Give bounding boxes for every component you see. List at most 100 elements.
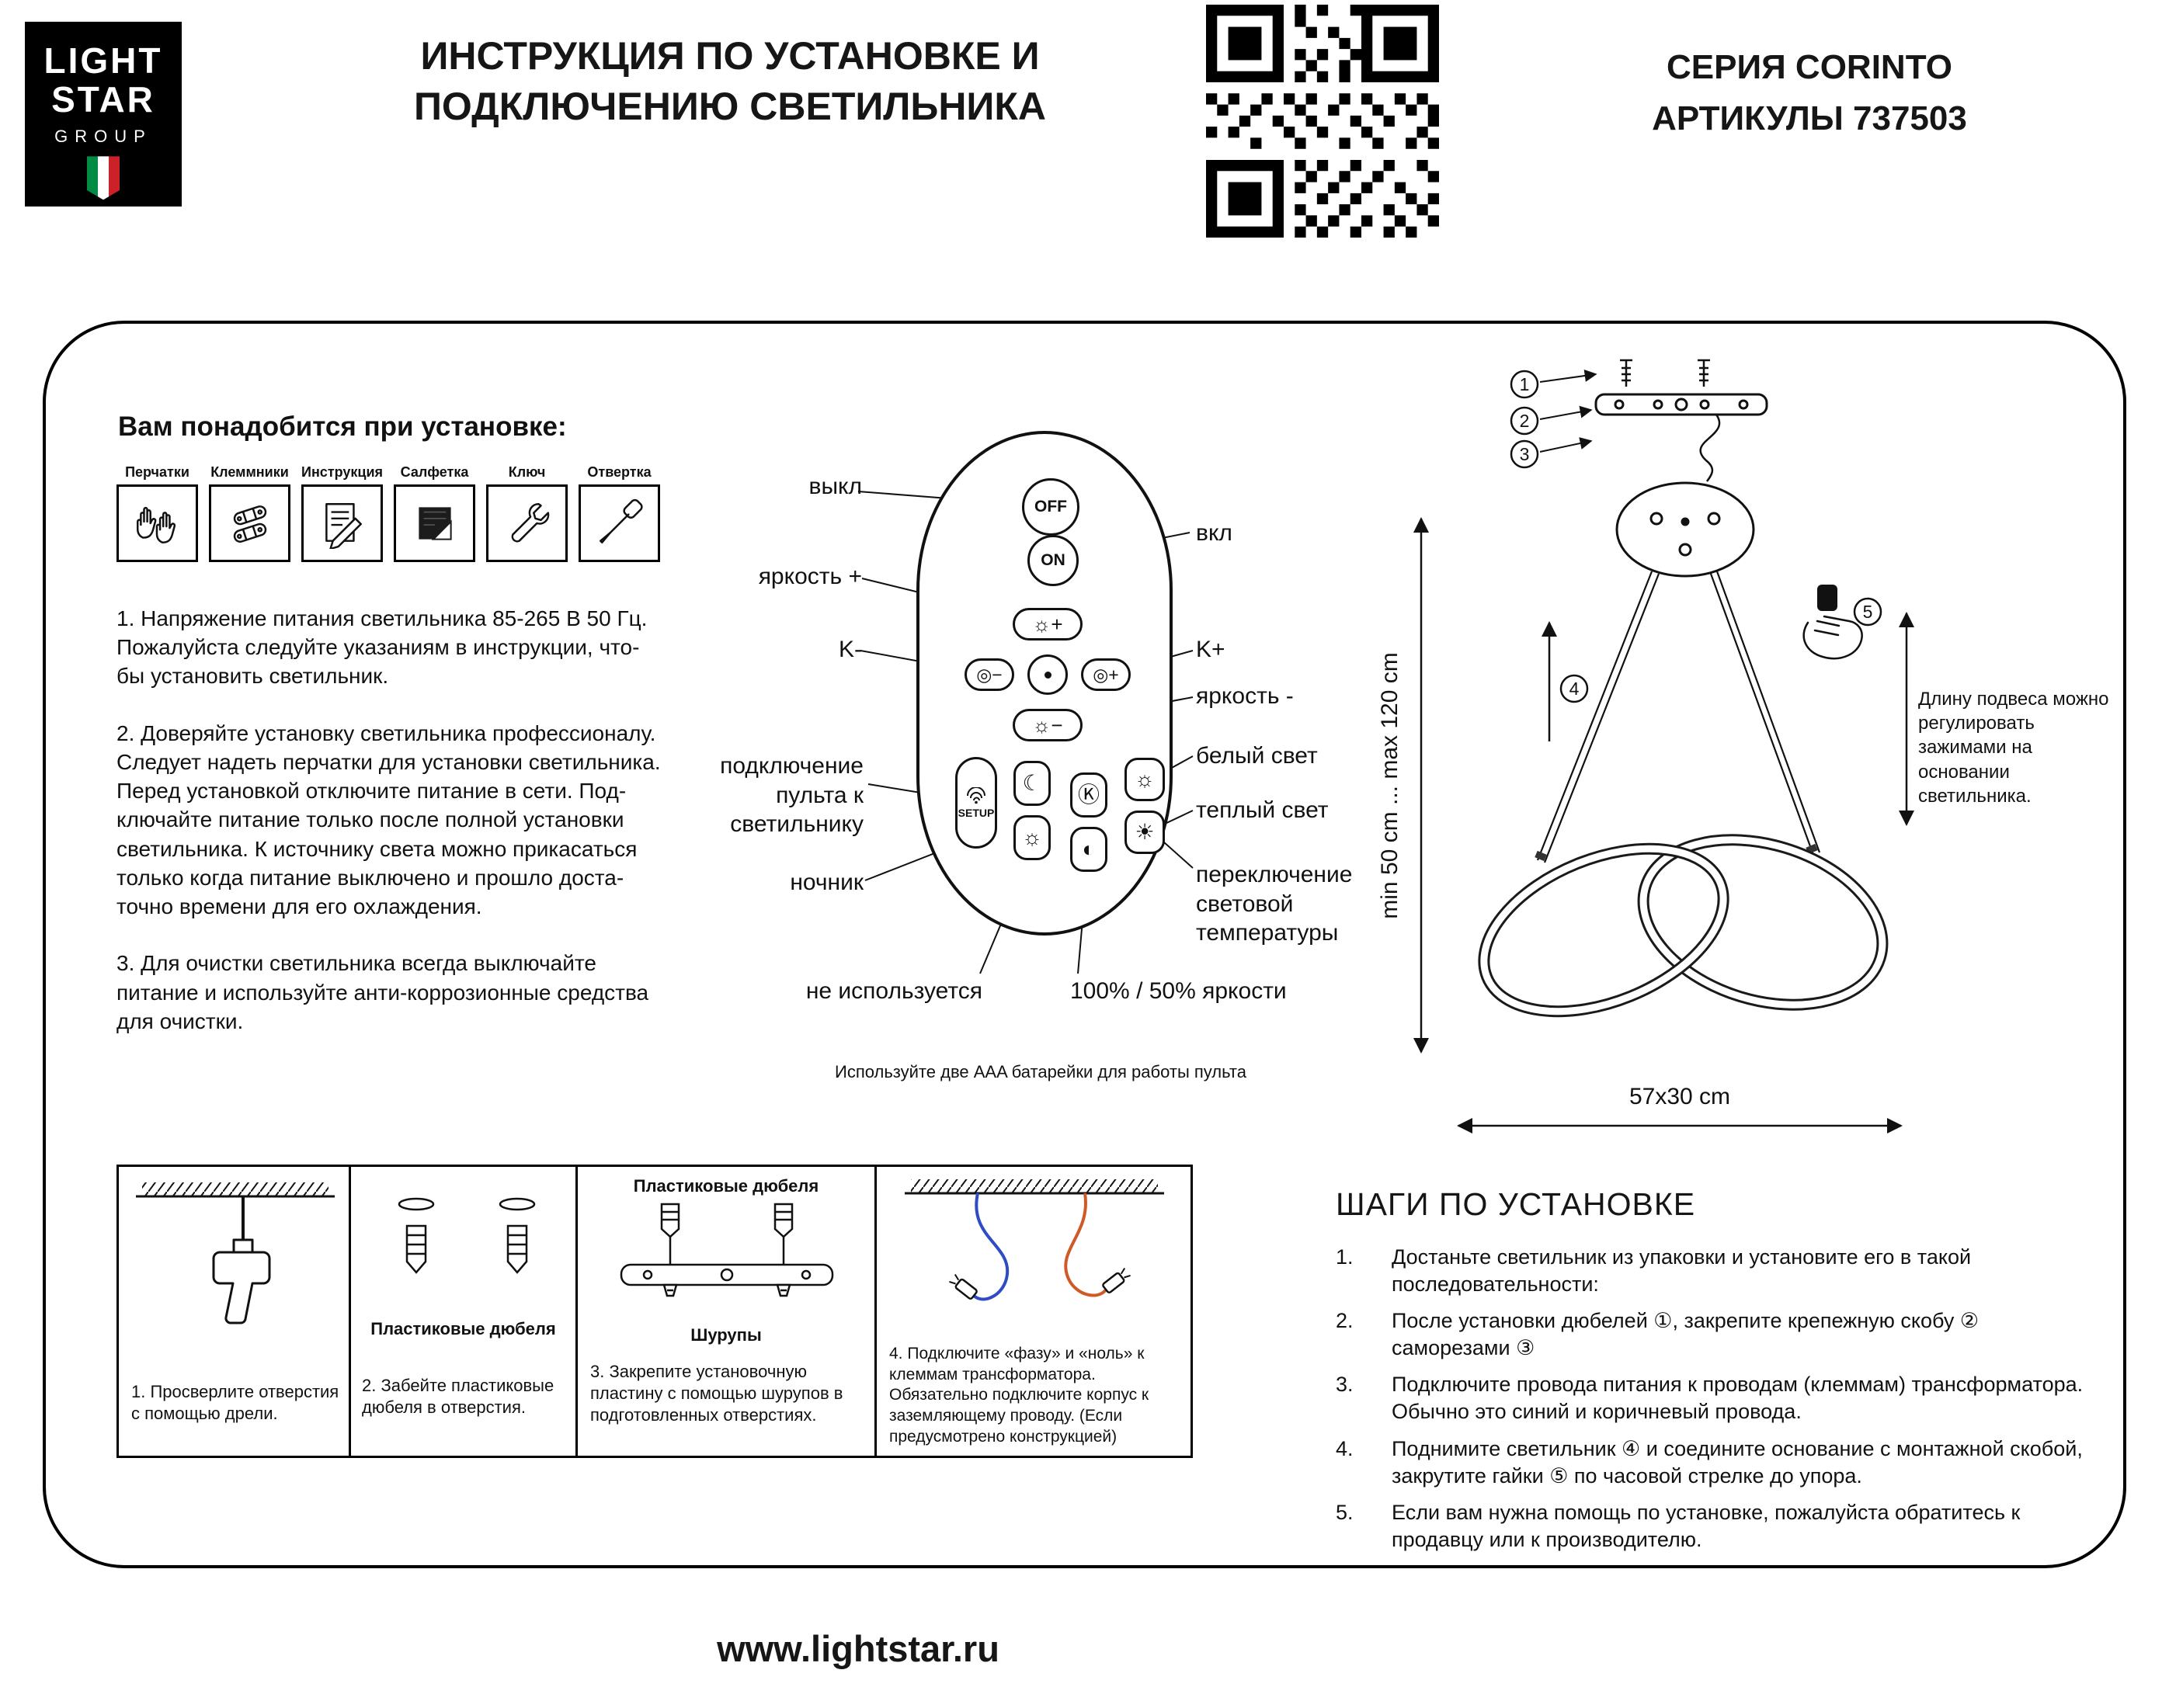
qr-code: [1206, 5, 1439, 238]
document-title: ИНСТРУКЦИЯ ПО УСТАНОВКЕ И ПОДКЛЮЧЕНИЮ СВ…: [264, 31, 1196, 132]
remote-control: OFF ON ☼+ ◎− ◎+ ☼− SETUP ☾ ☼ Ⓚ ◐ ☼ ☀: [916, 431, 1173, 936]
logo-text-star: STAR: [51, 78, 155, 120]
wire-connector-left: [949, 1273, 978, 1300]
tools-row: Перчатки Клеммники: [116, 464, 660, 562]
step-item-4: 4. Поднимите светильник ④ и соедините ос…: [1336, 1435, 2097, 1490]
callout-5-marker: 5: [1802, 585, 1882, 660]
callout-4: 4: [1569, 679, 1580, 699]
panel-plate-label-bottom: Шурупы: [690, 1325, 762, 1345]
step-text: Если вам нужна помощь по установке, пожа…: [1392, 1500, 2021, 1551]
remote-moon-button: ☾: [1013, 761, 1051, 806]
neutral-wire-orange: [1064, 1192, 1110, 1297]
napkin-icon: [394, 484, 475, 562]
ceiling-mount-drawing: [1535, 359, 1821, 863]
callout-5: 5: [1863, 602, 1873, 622]
manual-icon: [301, 484, 383, 562]
panel-dowels: Пластиковые дюбеля 2. Забейте пластиковы…: [349, 1165, 578, 1458]
tool-wrench: Ключ: [486, 464, 568, 562]
mount-screws-icon: [1620, 359, 1710, 387]
step-number: 2.: [1336, 1309, 1354, 1333]
content-frame: [43, 321, 2126, 1568]
step-text: Достаньте светильник из упаковки и устан…: [1392, 1245, 1972, 1297]
plate-diagram: [620, 1203, 834, 1297]
tools-heading: Вам понадобится при установке:: [118, 411, 567, 442]
panel-drill-caption: 1. Просверлите отверстия с помощью дрели…: [131, 1382, 339, 1423]
step-item-5: 5. Если вам нужна помощь по установке, п…: [1336, 1499, 2097, 1554]
wiring-diagram: [905, 1179, 1164, 1301]
remote-center-button: [1027, 654, 1068, 695]
drill-diagram: [136, 1182, 335, 1324]
tool-screwdriver: Отвертка: [579, 464, 660, 562]
label-brightness-down: яркость -: [1196, 683, 1294, 709]
label-unused: не используется: [805, 978, 982, 1004]
safety-note-1: 1. Напряжение питания светильника 85-265…: [116, 606, 648, 689]
tool-manual-label: Инструкция: [301, 464, 384, 480]
step-text: Подключите провода питания к проводам (к…: [1392, 1373, 2084, 1424]
callout-3: 3: [1520, 444, 1530, 464]
remote-k-minus-button: ◎−: [965, 658, 1014, 691]
panel-plate-caption: 3. Закрепите установочную пластину с пом…: [590, 1362, 843, 1425]
tool-napkin: Салфетка: [394, 464, 475, 562]
label-k-minus: K-: [839, 637, 862, 662]
wrench-icon: [486, 484, 568, 562]
remote-brightness-up-button: ☼+: [1013, 608, 1083, 640]
document-title-line2: ПОДКЛЮЧЕНИЮ СВЕТИЛЬНИКА: [413, 85, 1046, 128]
suspension-cables: [1536, 571, 1821, 863]
label-white-light: белый свет: [1196, 743, 1318, 769]
installation-panels: 1. Просверлите отверстия с помощью дрели…: [116, 1165, 1193, 1458]
remote-k-plus-button: ◎+: [1081, 658, 1131, 691]
tool-wrench-label: Ключ: [508, 464, 546, 480]
article-number: АРТИКУЛЫ 737503: [1652, 99, 1967, 137]
tool-terminals: Клеммники: [209, 464, 290, 562]
gloves-icon: [116, 484, 198, 562]
remote-warm-light-button: ☀: [1124, 811, 1165, 854]
callout-4-marker: 4: [1542, 621, 1589, 741]
battery-note: Используйте две AAA батарейки для работы…: [835, 1062, 1246, 1081]
remote-off-button: OFF: [1022, 478, 1079, 536]
drill-icon: [212, 1196, 271, 1324]
series-block: СЕРИЯ CORINTO АРТИКУЛЫ 737503: [1499, 48, 2120, 138]
tool-gloves: Перчатки: [116, 464, 198, 562]
tool-terminals-label: Клеммники: [210, 464, 289, 480]
panel-wiring: 4. Подключите «фазу» и «ноль» к клеммам …: [874, 1165, 1193, 1458]
dowels-diagram: [398, 1197, 536, 1274]
label-brightness-levels: 100% / 50% яркости: [1070, 978, 1287, 1004]
step-item-1: 1. Достаньте светильник из упаковки и ус…: [1336, 1244, 2097, 1298]
adjust-note: Длину подвеса можно регулировать зажимам…: [1918, 689, 2109, 807]
step-number: 3.: [1336, 1373, 1354, 1397]
panel-drill: 1. Просверлите отверстия с помощью дрели…: [116, 1165, 351, 1458]
label-off: выкл: [808, 474, 862, 499]
tool-gloves-label: Перчатки: [125, 464, 189, 480]
tool-napkin-label: Салфетка: [400, 464, 469, 480]
wire-connector-right: [1102, 1267, 1131, 1293]
label-pairing: подключение пульта к светильнику: [720, 753, 864, 837]
tool-screwdriver-label: Отвертка: [587, 464, 652, 480]
center-dot-icon: [1044, 671, 1051, 679]
safety-note-3: 3. Для очистки светильника всегда выключ…: [116, 951, 649, 1033]
remote-setup-label: SETUP: [958, 807, 995, 819]
height-range-label: min 50 cm ... max 120 cm: [1377, 652, 1403, 918]
supply-cord: [1699, 414, 1721, 482]
label-temp-switch: переключение световой температуры: [1196, 862, 1353, 946]
callout-2: 2: [1520, 411, 1530, 431]
panel-wiring-caption: 4. Подключите «фазу» и «ноль» к клеммам …: [889, 1345, 1149, 1446]
label-brightness-up: яркость +: [758, 564, 862, 589]
remote-half-brightness-button: ◐: [1070, 827, 1107, 872]
wifi-icon: [967, 787, 985, 804]
lightstar-logo: LIGHT STAR GROUP: [25, 22, 182, 207]
steps-heading: ШАГИ ПО УСТАНОВКЕ: [1336, 1186, 1696, 1222]
step-number: 1.: [1336, 1245, 1354, 1269]
canopy-base: [1615, 481, 1755, 578]
series-name: СЕРИЯ CORINTO: [1666, 48, 1953, 86]
remote-white-light-button: ☼: [1124, 758, 1165, 801]
panel-dowels-label: Пластиковые дюбеля: [370, 1319, 556, 1338]
terminals-icon: [209, 484, 290, 562]
logo-text-light: LIGHT: [43, 40, 163, 81]
lamp-installation-diagram: 1 2 3 4 5 min 50 cm ... max 120 cm: [1377, 359, 1914, 1133]
tool-manual: Инструкция: [301, 464, 383, 562]
height-dimension: min 50 cm ... max 120 cm: [1377, 517, 1429, 1054]
step-item-2: 2. После установки дюбелей ①, закрепите …: [1336, 1307, 2097, 1362]
label-nightlight: ночник: [790, 870, 864, 895]
panel-plate-label-top: Пластиковые дюбеля: [633, 1176, 819, 1196]
